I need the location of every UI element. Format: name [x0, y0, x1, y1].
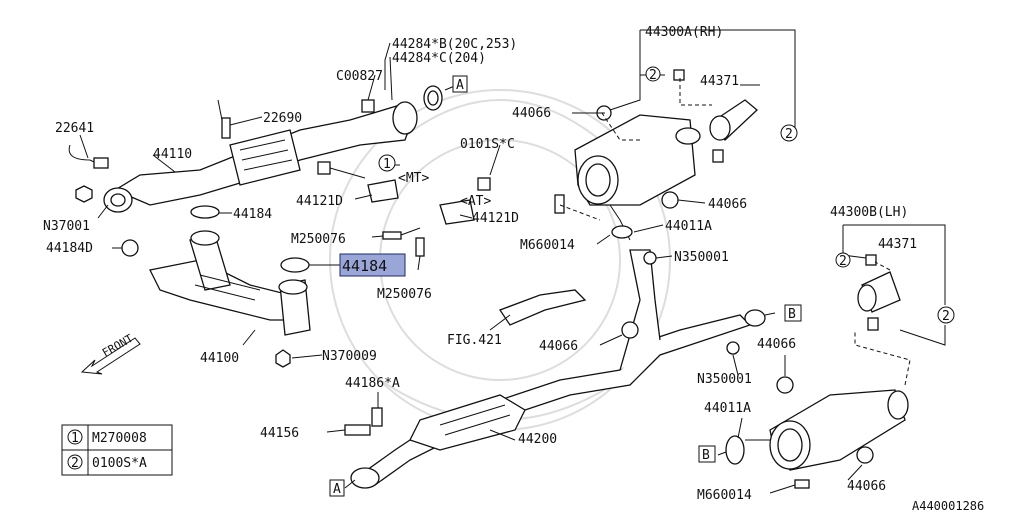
- rubber-hanger-44066-rh-bottom[interactable]: [661, 191, 679, 209]
- legend-table: 1 M270008 2 0100S*A: [61, 424, 173, 476]
- leader-lines: [79, 29, 946, 494]
- label-44011A-rh: 44011A: [665, 219, 712, 234]
- label-44200: 44200: [518, 432, 557, 447]
- label-44300A: 44300A(RH): [645, 25, 723, 40]
- rubber-hanger-44066-lh[interactable]: [856, 446, 874, 464]
- legend-value-1: M270008: [92, 431, 147, 446]
- nut-N350001-center[interactable]: [726, 341, 740, 355]
- label-44371-lh: 44371: [878, 237, 917, 252]
- bolt-M250076-b[interactable]: [415, 237, 425, 257]
- nut-N37001[interactable]: [75, 185, 93, 203]
- label-1: 1: [383, 157, 391, 172]
- label-44186: 44186*A: [345, 376, 400, 391]
- label-44066-center: 44066: [539, 339, 578, 354]
- label-2-rh-b: 2: [785, 127, 793, 142]
- label-M660014-lh: M660014: [697, 488, 752, 503]
- label-N37001: N37001: [43, 219, 90, 234]
- label-M250076-b: M250076: [377, 287, 432, 302]
- label-22641: 22641: [55, 121, 94, 136]
- gasket-44011A-rh[interactable]: [611, 225, 633, 239]
- label-N350001-rh: N350001: [674, 250, 729, 265]
- bolt-1-M270008[interactable]: [317, 161, 366, 179]
- exhaust-header-44100[interactable]: [149, 230, 311, 336]
- label-44371-rh: 44371: [700, 74, 739, 89]
- muffler-lh-44300B[interactable]: [745, 389, 909, 471]
- bolts-2-lh[interactable]: [865, 254, 879, 331]
- bolt-M660014-lh[interactable]: [794, 479, 810, 489]
- rubber-hanger-44066-b[interactable]: [776, 376, 794, 394]
- bolt-44156[interactable]: [344, 407, 383, 436]
- nut-C00827[interactable]: [361, 99, 375, 113]
- label-2-lh-a: 2: [839, 254, 847, 269]
- label-44184: 44184: [233, 207, 272, 222]
- label-FRONT: FRONT: [100, 332, 136, 360]
- label-A-top: A: [456, 78, 464, 93]
- legend-key-2: 2: [71, 456, 79, 471]
- gasket-44184-small[interactable]: [190, 205, 220, 219]
- nut-N350001-rh[interactable]: [643, 251, 657, 265]
- label-M250076-a: M250076: [291, 232, 346, 247]
- label-FIG421: FIG.421: [447, 333, 502, 348]
- label-44284c: 44284*C(204): [392, 51, 486, 66]
- label-N350001-center: N350001: [697, 372, 752, 387]
- front-exhaust-pipe-44110[interactable]: [103, 101, 418, 213]
- label-44100: 44100: [200, 351, 239, 366]
- front-arrow: [80, 337, 141, 375]
- rubber-hanger-44066-center[interactable]: [621, 321, 639, 339]
- label-44184-highlighted: 44184: [342, 257, 387, 275]
- label-44184D: 44184D: [46, 241, 93, 256]
- label-2-rh-a: 2: [649, 68, 657, 83]
- gasket-44184D[interactable]: [121, 239, 139, 257]
- label-44011A-lh: 44011A: [704, 401, 751, 416]
- label-44284b: 44284*B(20C,253): [392, 37, 517, 52]
- highlight-44184-box[interactable]: [339, 253, 406, 277]
- bolt-M660014-rh[interactable]: [554, 194, 565, 214]
- label-44156: 44156: [260, 426, 299, 441]
- nut-N370009[interactable]: [275, 349, 291, 368]
- oxygen-sensor-22690[interactable]: [217, 99, 231, 139]
- label-B-right: B: [788, 307, 796, 322]
- label-A-bottom: A: [333, 482, 341, 497]
- center-pipe-44200[interactable]: [350, 249, 766, 489]
- muffler-rh-44300A[interactable]: [574, 114, 701, 241]
- label-44121D-a: 44121D: [296, 194, 343, 209]
- label-B-left: B: [702, 448, 710, 463]
- diagram-code: A440001286: [912, 499, 984, 512]
- muffler-tip-44371-rh[interactable]: [709, 99, 758, 141]
- label-44121D-b: 44121D: [472, 211, 519, 226]
- gasket-44284[interactable]: [423, 85, 443, 111]
- label-44066-lh: 44066: [847, 479, 886, 494]
- label-44066-rh-top: 44066: [512, 106, 551, 121]
- label-0101S: 0101S*C: [460, 137, 515, 152]
- label-C00827: C00827: [336, 69, 383, 84]
- label-N370009: N370009: [322, 349, 377, 364]
- gasket-44011A-lh[interactable]: [725, 435, 745, 465]
- label-M660014-rh: M660014: [520, 238, 575, 253]
- legend-value-2: 0100S*A: [92, 456, 147, 471]
- bolts-2-rh[interactable]: [673, 69, 724, 163]
- label-44110: 44110: [153, 147, 192, 162]
- label-44066-rh-bottom: 44066: [708, 197, 747, 212]
- bolt-M250076-a[interactable]: [382, 227, 421, 240]
- bolt-0101S[interactable]: [477, 177, 491, 191]
- legend-key-1: 1: [71, 431, 79, 446]
- label-44066-b: 44066: [757, 337, 796, 352]
- label-22690: 22690: [263, 111, 302, 126]
- muffler-tip-44371-lh[interactable]: [857, 271, 901, 313]
- oxygen-sensor-22641[interactable]: [68, 144, 109, 169]
- label-2-lh-b: 2: [942, 309, 950, 324]
- hanger-FIG421[interactable]: [499, 289, 587, 326]
- label-44300B: 44300B(LH): [830, 205, 908, 220]
- gasket-44184-highlighted[interactable]: [280, 257, 340, 273]
- label-AT: <AT>: [460, 194, 491, 209]
- bracket-44121D[interactable]: [367, 179, 475, 225]
- label-MT: <MT>: [398, 171, 429, 186]
